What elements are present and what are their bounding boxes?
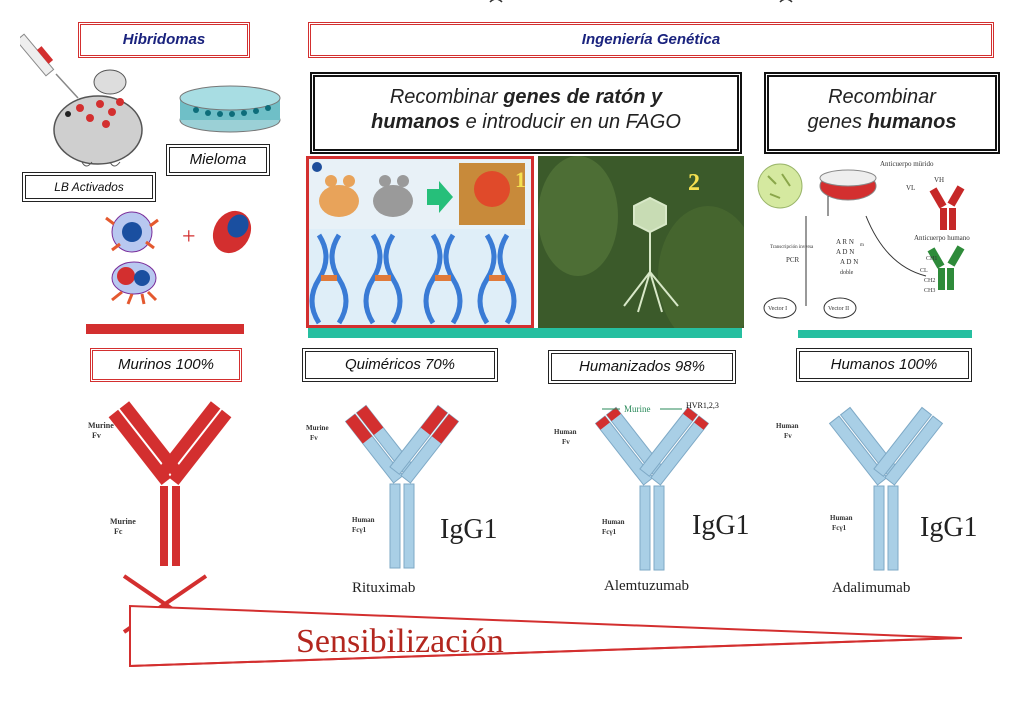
category-quimericos-label: Quiméricos 70% [344,356,456,373]
transcripcion-label: Transcripción inversa [770,245,814,250]
vector2-label: Vector II [828,306,849,312]
mouse-icon [53,69,143,167]
mieloma-label-box: Mieloma [166,144,270,176]
vl-label: VL [906,184,915,192]
hybridoma-cell-icon [111,261,158,305]
ch1-label: CH1 [926,256,937,262]
human-recombination-box: Recombinar genes humanos [764,72,1000,154]
human-teal-bar [798,330,972,338]
header-ingenieria-genetica: Ingeniería Genética [308,22,994,58]
m-label: m [860,243,864,248]
drug-alemtuzumab: Alemtuzumab [604,578,689,594]
mouse-grey-icon [373,175,413,217]
drug-rituximab: Rituximab [352,580,415,596]
photo-number-1: 1 [515,167,526,192]
humanized-murine-arrow-label: Murine [624,404,651,414]
mouse-orange-icon [319,175,359,217]
mice-dna-illustration: 1 [309,159,531,325]
myeloma-cell-icon [212,210,252,254]
human-antibody-icon [828,406,944,571]
category-humanizados-label: Humanizados 98% [579,358,705,375]
anticuerpo-humano-label: Anticuerpo humano [914,234,970,242]
arn-label: A R N [836,238,854,246]
category-humanos: Humanos 100% [796,348,972,382]
ch2-label: CH2 [924,278,935,284]
photo-number-2: 2 [688,170,700,196]
humanized-hvr-label: HVR1,2,3 [686,401,719,410]
category-murinos: Murinos 100% [90,348,242,382]
arrow-right-icon [427,181,453,213]
mieloma-label: Mieloma [189,151,247,168]
mouse-injection-illustration [20,33,143,167]
phage-recombination-box: Recombinar genes de ratón y humanos e in… [310,72,742,154]
photo-panel-mice-dna: 1 [306,156,534,328]
chimeric-antibody-icon [344,404,460,569]
human-text-line2a: genes [807,111,868,133]
igg1-label-human: IgG1 [920,512,978,543]
cl-label: CL [920,268,928,274]
human-library-diagram: Anticuerpo mürido VH VL A R N m Transcri… [756,156,1000,328]
plus-sign: + [182,224,196,250]
anticuerpo-murido-label: Anticuerpo mürido [880,160,934,168]
petri-dish-illustration [179,85,281,133]
pcr-label: PCR [786,256,800,264]
header-hibridomas-label: Hibridomas [122,31,206,48]
lb-activados-label: LB Activados [54,180,124,194]
murine-red-bar [86,324,244,334]
sensibilizacion-label: Sensibilización [296,623,504,660]
lb-activados-label-box: LB Activados [22,172,156,202]
phage-text-c: humanos [371,111,461,133]
category-quimericos: Quiméricos 70% [302,348,498,382]
human-text-line1: Recombinar [828,86,936,108]
igg1-label-chimeric: IgG1 [440,514,498,545]
drug-adalimumab: Adalimumab [832,580,910,596]
phage-text-b: genes de ratón y [503,86,663,108]
engineering-teal-bar [308,328,742,338]
sensitization-wedge-edge [129,637,961,667]
cell-fusion-illustration: + [105,210,252,305]
adn2-label: A D N [840,258,858,266]
sensitization-wedge [129,604,963,668]
category-humanos-label: Humanos 100% [830,356,938,373]
doble-label: doble [840,270,854,276]
phage-text-d: e introducir en un FAGO [460,111,681,133]
igg1-label-humanized: IgG1 [692,510,750,541]
humanized-antibody-icon [594,406,710,571]
murine-antibody-icon [108,401,232,566]
top-heading-fragment [430,0,850,6]
human-text-line2b: humanos [867,111,957,133]
photo-panel-phage: 2 [538,156,744,328]
header-ingenieria-label: Ingeniería Genética [581,31,721,48]
vector1-label: Vector I [768,306,787,312]
ch3-label: CH3 [924,288,935,294]
category-murinos-label: Murinos 100% [118,356,214,373]
phage-text-a: Recombinar [389,86,504,108]
header-hibridomas: Hibridomas [78,22,250,58]
bacteriophage-illustration: 2 [538,156,744,328]
b-cell-icon [105,211,159,253]
syringe-icon [20,33,79,99]
category-humanizados: Humanizados 98% [548,350,736,384]
vh-label: VH [934,176,944,184]
adn1-label: A D N [836,248,854,256]
